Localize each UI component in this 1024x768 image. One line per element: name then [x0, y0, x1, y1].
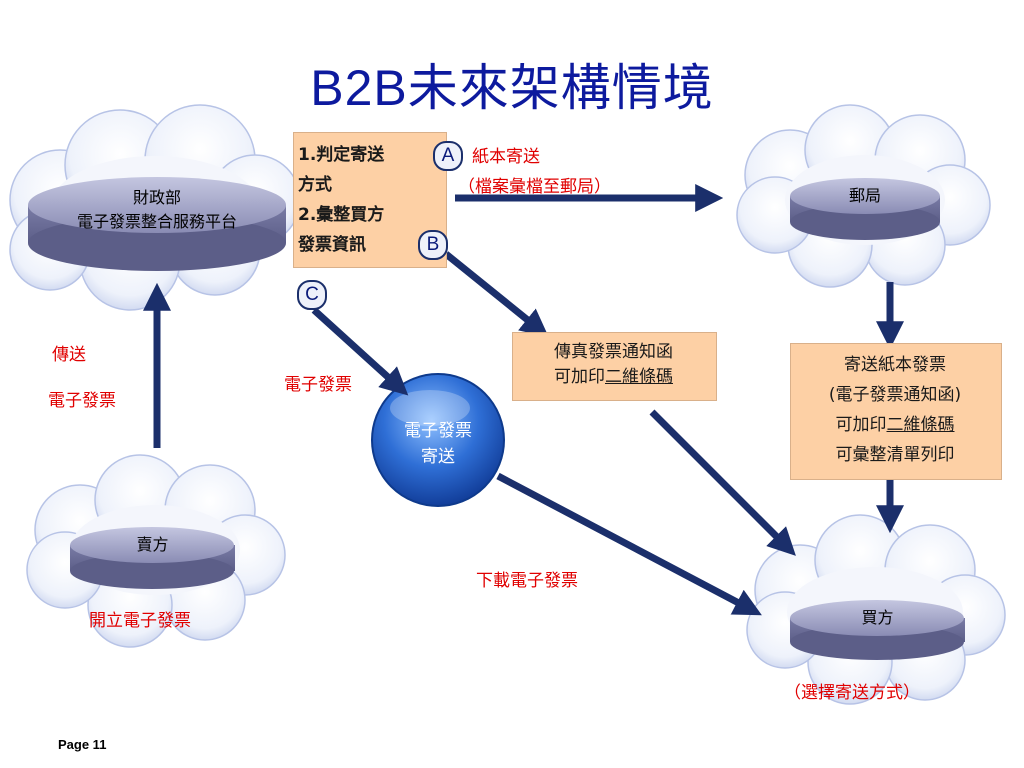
post-barcode-text: 二維條碼: [886, 415, 955, 435]
process-step1-cont: 方式: [298, 175, 332, 195]
arrow-to-fax: [443, 251, 549, 338]
arrow-fax-to-buyer: [649, 409, 796, 556]
label-archive: （檔案彙檔至郵局）: [458, 177, 611, 197]
disk-mof: [28, 177, 286, 271]
arrow-to-ecenter: [311, 307, 409, 396]
label-paper-send: 紙本寄送: [472, 147, 540, 167]
seller-label: 賣方: [136, 535, 169, 554]
fax-line1: 傳真發票通知函: [554, 342, 673, 362]
badge-c: C: [297, 280, 327, 310]
disk-buyer: [790, 600, 965, 660]
process-step2: 2.彙整買方: [298, 205, 385, 225]
mof-label-line2: 電子發票整合服務平台: [76, 212, 237, 231]
label-einvoice-mid: 電子發票: [284, 375, 352, 395]
buyer-label: 買方: [861, 608, 894, 627]
mof-label: 財政部 電子發票整合服務平台: [28, 186, 286, 234]
post-box: [790, 343, 1002, 480]
einvoice-send-node: [371, 373, 505, 507]
process-step1: 1.判定寄送: [298, 145, 385, 165]
fax-line2-prefix: 可加印: [554, 367, 605, 387]
label-download: 下載電子發票: [476, 571, 578, 591]
mof-label-line1: 財政部: [132, 188, 181, 207]
post-line2: (電子發票通知函): [828, 385, 962, 405]
process-step2-cont: 發票資訊: [298, 235, 366, 255]
arrow-ecenter-to-buyer: [496, 472, 762, 616]
ecenter-label-line2: 寄送: [421, 447, 455, 467]
post-line3: 可加印二維條碼: [790, 410, 1000, 440]
ecenter-label-line1: 電子發票: [404, 421, 472, 441]
post-label: 郵局: [848, 186, 881, 205]
label-einvoice-left: 電子發票: [48, 391, 116, 411]
post-box-text: 寄送紙本發票 (電子發票通知函) 可加印二維條碼 可彙整清單列印: [790, 350, 1000, 470]
disk-seller: [70, 527, 235, 589]
fax-barcode-text: 二維條碼: [605, 367, 673, 387]
post-line1: 寄送紙本發票: [844, 355, 946, 375]
label-send: 傳送: [52, 345, 86, 365]
badge-b: B: [418, 230, 448, 260]
disk-post: [790, 178, 940, 240]
fax-line2: 可加印二維條碼: [512, 365, 715, 390]
process-box-text: 1.判定寄送 方式 2.彙整買方 發票資訊: [298, 140, 438, 260]
badge-a: A: [433, 141, 463, 171]
fax-box-text: 傳真發票通知函 可加印二維條碼: [512, 340, 715, 390]
post-line4: 可彙整清單列印: [835, 445, 955, 465]
label-issue: 開立電子發票: [89, 611, 191, 631]
page-title: B2B未來架構情境: [310, 60, 714, 116]
fax-box: [512, 332, 717, 401]
post-line3-prefix: 可加印: [835, 415, 887, 435]
label-choose: （選擇寄送方式）: [784, 683, 920, 703]
page-number: Page 11: [58, 737, 107, 752]
ecenter-label: 電子發票 寄送: [372, 418, 504, 470]
